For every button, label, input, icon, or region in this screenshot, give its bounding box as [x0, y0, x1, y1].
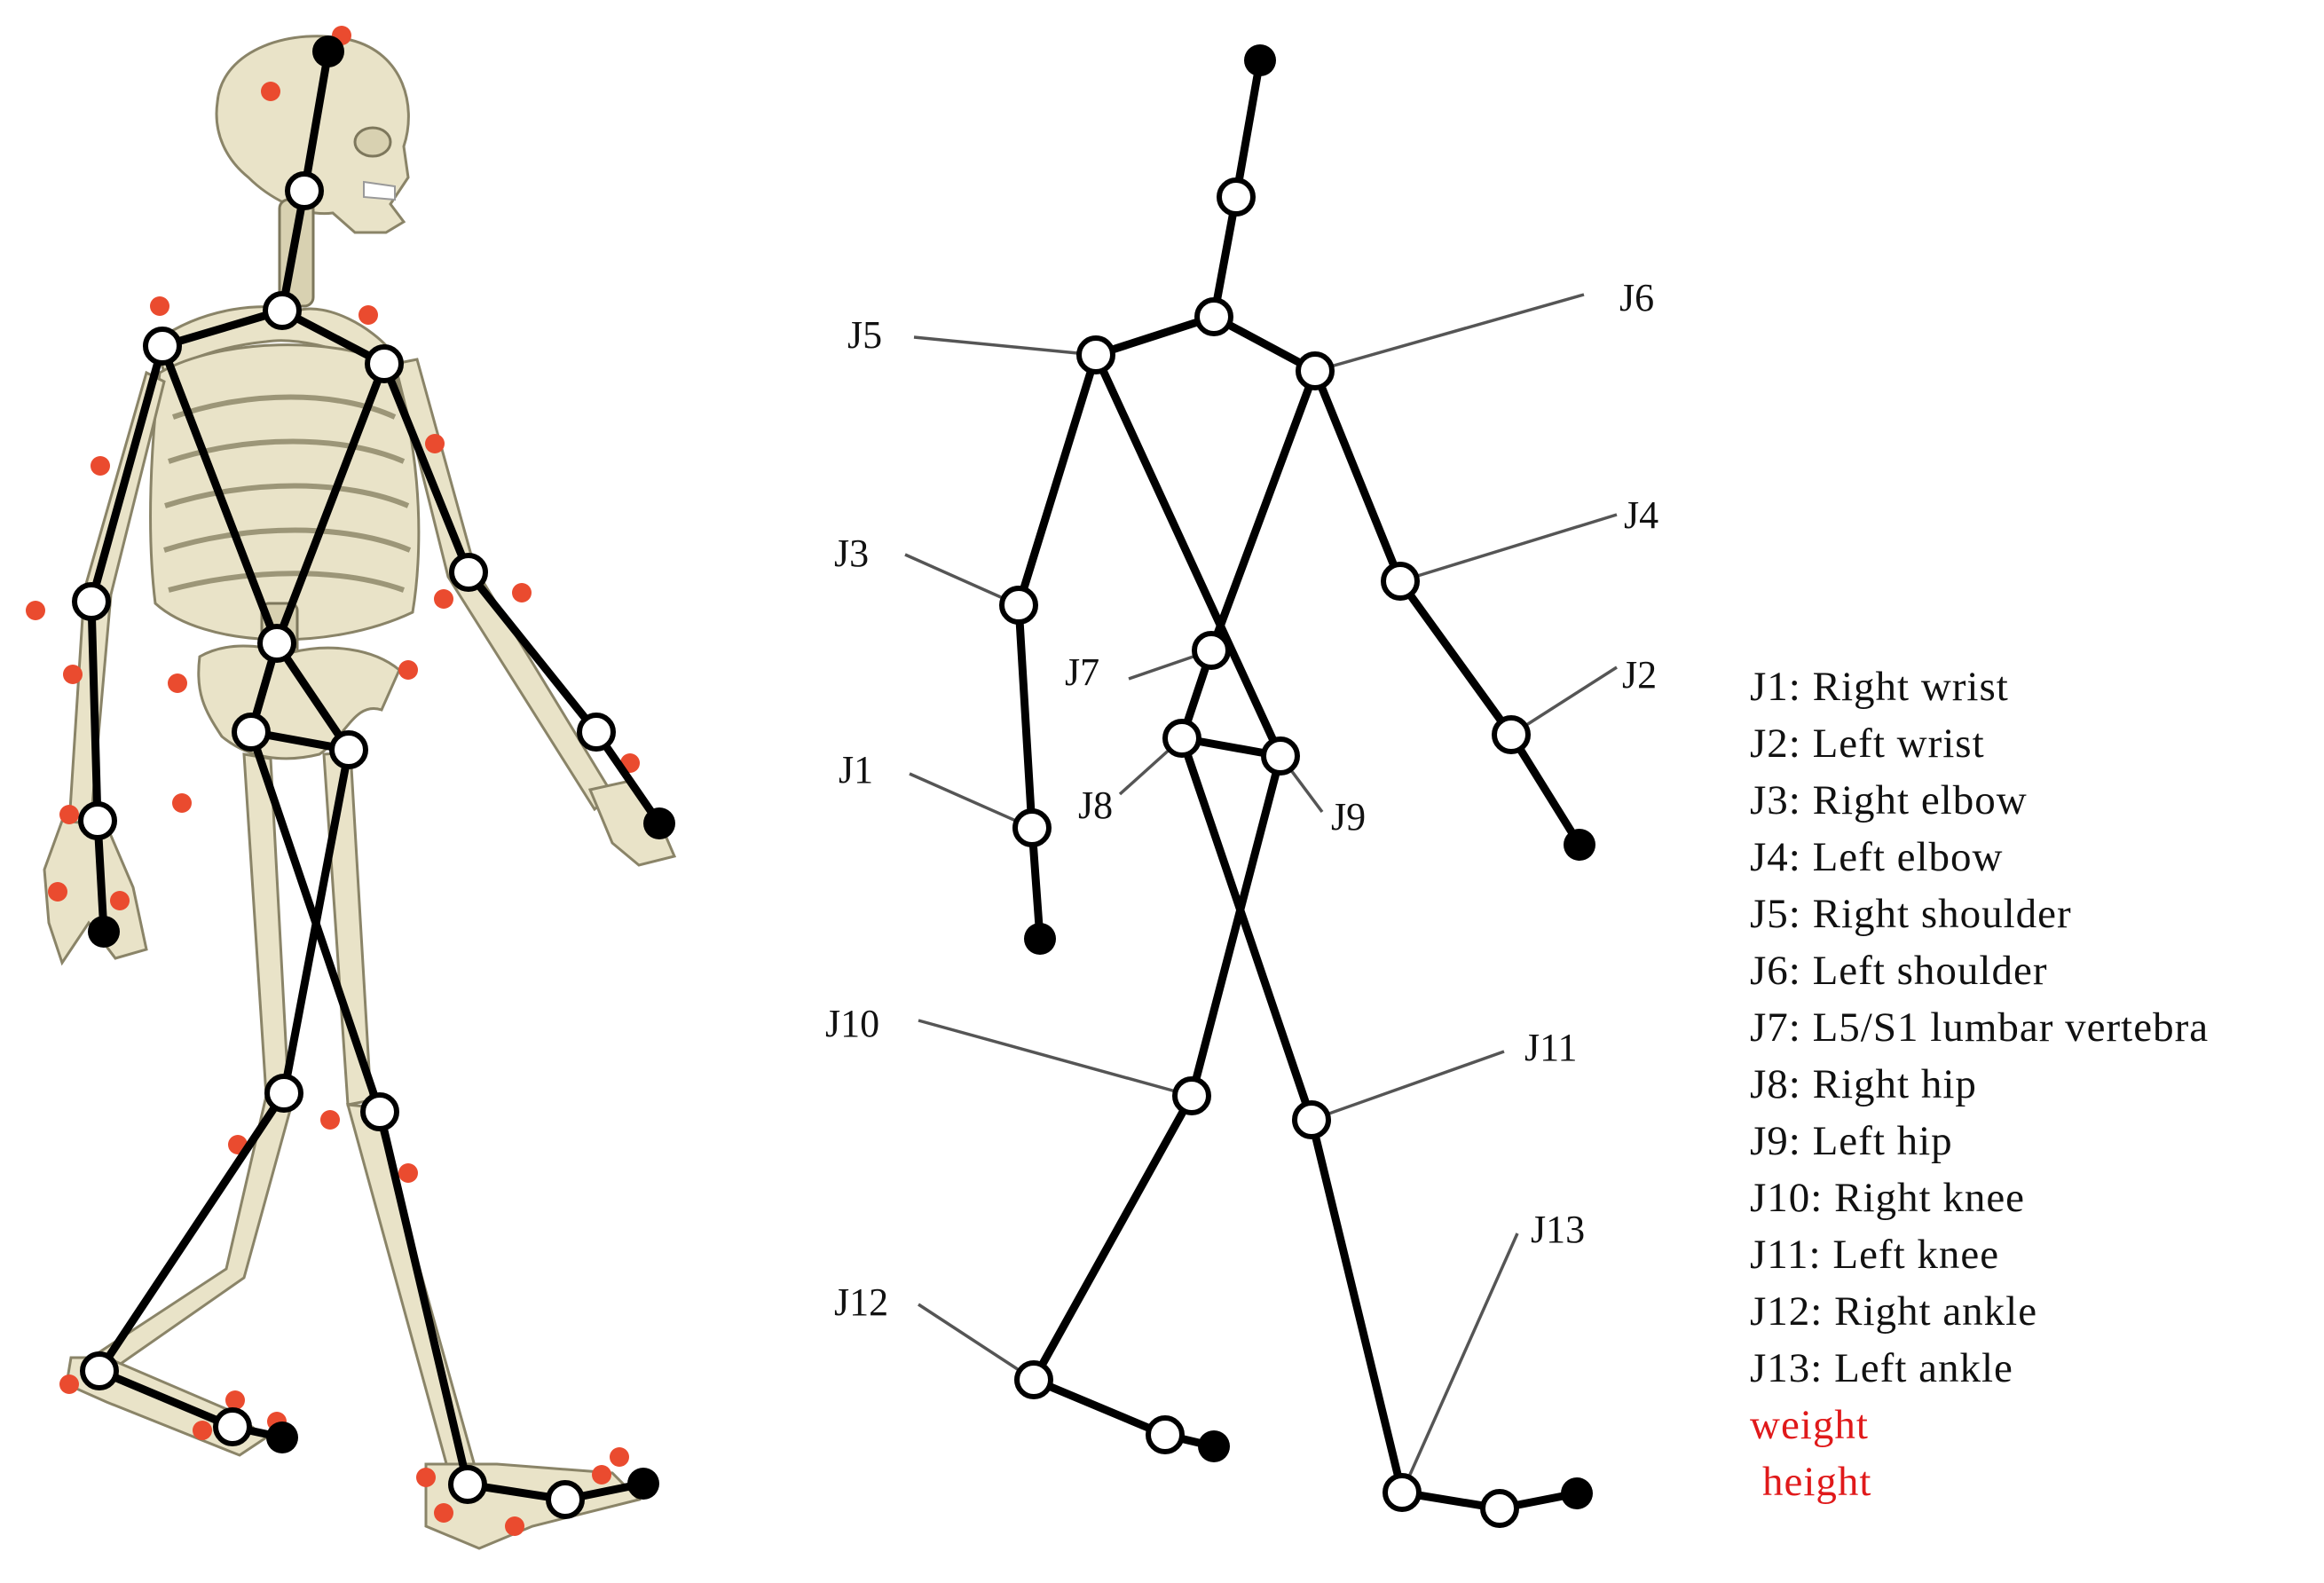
- legend-item-j9: J9: Left hip: [1750, 1118, 1953, 1164]
- legend-item-j7: J7: L5/S1 lumbar vertebra: [1750, 1004, 2210, 1051]
- legend-item-j1: J1: Right wrist: [1750, 664, 2009, 710]
- label-j5: J5: [847, 313, 882, 357]
- legend-item-j11: J11: Left knee: [1750, 1232, 2000, 1278]
- label-j4: J4: [1624, 493, 1658, 537]
- legend-item-height: height: [1762, 1459, 1872, 1505]
- legend-item-j6: J6: Left shoulder: [1750, 948, 2048, 994]
- joint-legend: J1: Right wrist J2: Left wrist J3: Right…: [1750, 658, 2209, 1510]
- marker-dots: [26, 26, 640, 1536]
- label-j2: J2: [1622, 653, 1657, 697]
- legend-item-j12: J12: Right ankle: [1750, 1288, 2038, 1335]
- label-j10: J10: [825, 1002, 879, 1045]
- label-j9: J9: [1331, 795, 1366, 839]
- legend-item-j3: J3: Right elbow: [1750, 777, 2028, 823]
- label-j7: J7: [1065, 650, 1099, 694]
- legend-item-j10: J10: Right knee: [1750, 1175, 2026, 1221]
- label-j8: J8: [1078, 784, 1113, 827]
- skeleton-stick-model: [72, 35, 675, 1519]
- leader-lines: [904, 293, 1618, 1493]
- legend-item-j2: J2: Left wrist: [1750, 721, 1985, 767]
- label-j6: J6: [1619, 276, 1654, 319]
- legend-item-weight: weight: [1750, 1402, 1869, 1448]
- legend-item-j13: J13: Left ankle: [1750, 1345, 2013, 1391]
- label-j11: J11: [1524, 1026, 1578, 1069]
- label-j3: J3: [834, 532, 869, 575]
- label-j1: J1: [839, 748, 873, 792]
- stick-joints: [999, 44, 1595, 1528]
- skeleton-illustration: [26, 26, 677, 1550]
- legend-item-j8: J8: Right hip: [1750, 1061, 1977, 1107]
- legend-item-j5: J5: Right shoulder: [1750, 891, 2072, 937]
- label-j13: J13: [1531, 1208, 1585, 1251]
- joint-stick-diagram: J5 J6 J3 J4 J7 J2 J1 J8 J9 J10 J11 J13 J…: [825, 44, 1658, 1528]
- label-j12: J12: [834, 1280, 888, 1324]
- legend-item-j4: J4: Left elbow: [1750, 834, 2004, 880]
